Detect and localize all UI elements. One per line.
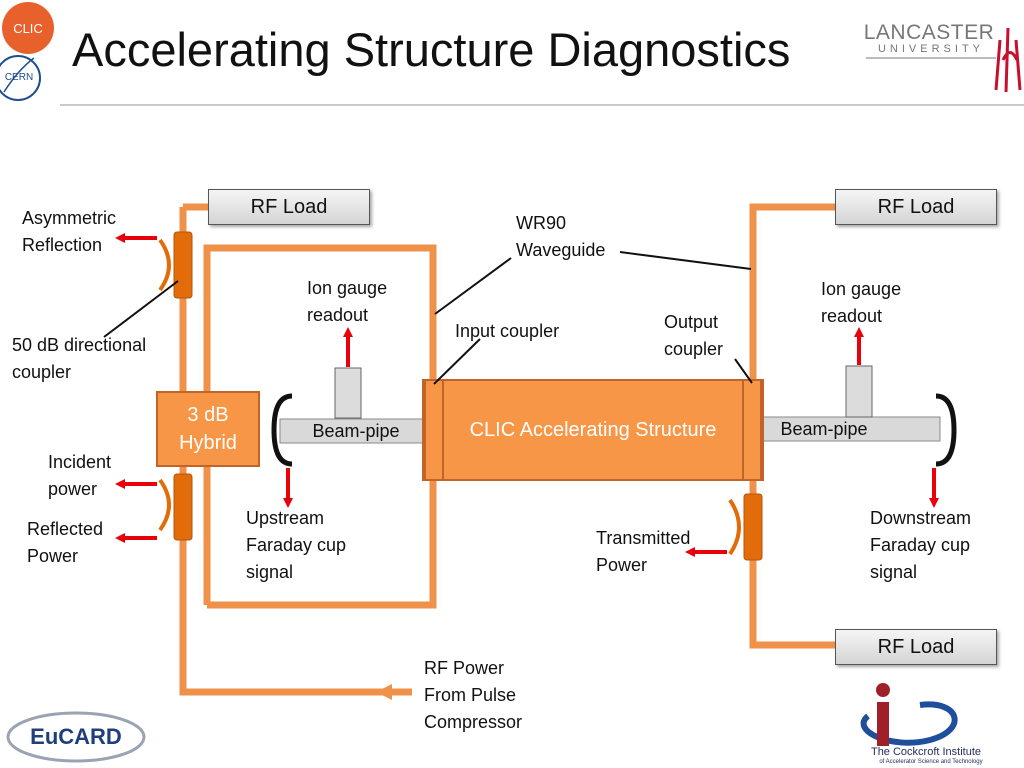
cern-logo-text: CERN (4, 71, 34, 83)
reflected-power-label: Reflected Power (27, 519, 104, 566)
asymmetric-reflection-label: Asymmetric Reflection (22, 208, 116, 255)
eucard-logo (6, 711, 146, 763)
coupler-brackets (158, 238, 741, 556)
directional-coupler-label: 50 dB directional coupler (12, 335, 147, 382)
lancaster-logo (866, 27, 1022, 93)
transmitted-power-label: Transmitted Power (596, 528, 691, 575)
incident-power-label: Incident power (48, 452, 112, 499)
structure-label: CLIC Accelerating Structure (469, 418, 717, 441)
title-divider (60, 104, 1024, 106)
eucard-logo-text: EuCARD (30, 724, 122, 749)
cockcroft-logo (860, 683, 958, 746)
beam-pipe-right (761, 416, 941, 442)
beam-pipe-right-label: Beam-pipe (780, 418, 868, 439)
upstream-faraday-label: Upstream Faraday cup signal (246, 508, 347, 582)
output-coupler-label: Output coupler (664, 312, 724, 359)
rf-power-source-label: RF Power From Pulse Compressor (424, 658, 523, 732)
signal-arrows (115, 233, 939, 557)
callout-input-coupler (433, 338, 481, 385)
input-coupler-label: Input coupler (455, 321, 560, 341)
beam-pipe-left-label: Beam-pipe (312, 420, 400, 441)
rf-load-right-bottom: RF Load (835, 629, 997, 665)
lancaster-logo-subtext: UNIVERSITY (877, 43, 984, 55)
lancaster-logo-text: LANCASTER (863, 21, 995, 44)
faraday-cup-right (935, 393, 957, 467)
wr90-waveguide-label: WR90 Waveguide (516, 213, 606, 260)
ion-gauge-right (845, 365, 873, 418)
clic-logo-text: CLIC (13, 20, 43, 36)
accelerating-structure (422, 379, 764, 481)
callout-output-coupler (734, 358, 753, 384)
ion-gauge-left (334, 367, 362, 419)
rf-load-right-top: RF Load (835, 189, 997, 225)
rf-load-left: RF Load (208, 189, 370, 225)
hybrid-label: 3 dB Hybrid (179, 404, 237, 454)
faraday-cup-left (271, 393, 293, 467)
input-coupler-cell (424, 379, 444, 481)
clic-logo (2, 2, 54, 54)
directional-couplers (173, 231, 763, 561)
ion-gauge-right-label: Ion gauge readout (821, 279, 902, 326)
callout-wr90-right (619, 251, 752, 270)
cockcroft-logo-subtext: of Accelerator Science and Technology (879, 759, 983, 765)
cern-logo (0, 55, 41, 101)
callout-wr90-left (434, 257, 512, 315)
page-title: Accelerating Structure Diagnostics (72, 23, 791, 76)
beam-pipe-left (279, 418, 427, 444)
hybrid-box (156, 391, 260, 467)
callout-lines (103, 251, 753, 385)
cockcroft-logo-text: The Cockcroft Institute (870, 746, 982, 758)
downstream-faraday-label: Downstream Faraday cup signal (870, 508, 972, 582)
callout-directional-coupler (103, 280, 179, 338)
ion-gauge-left-label: Ion gauge readout (307, 278, 388, 325)
output-coupler-cell (742, 379, 762, 481)
